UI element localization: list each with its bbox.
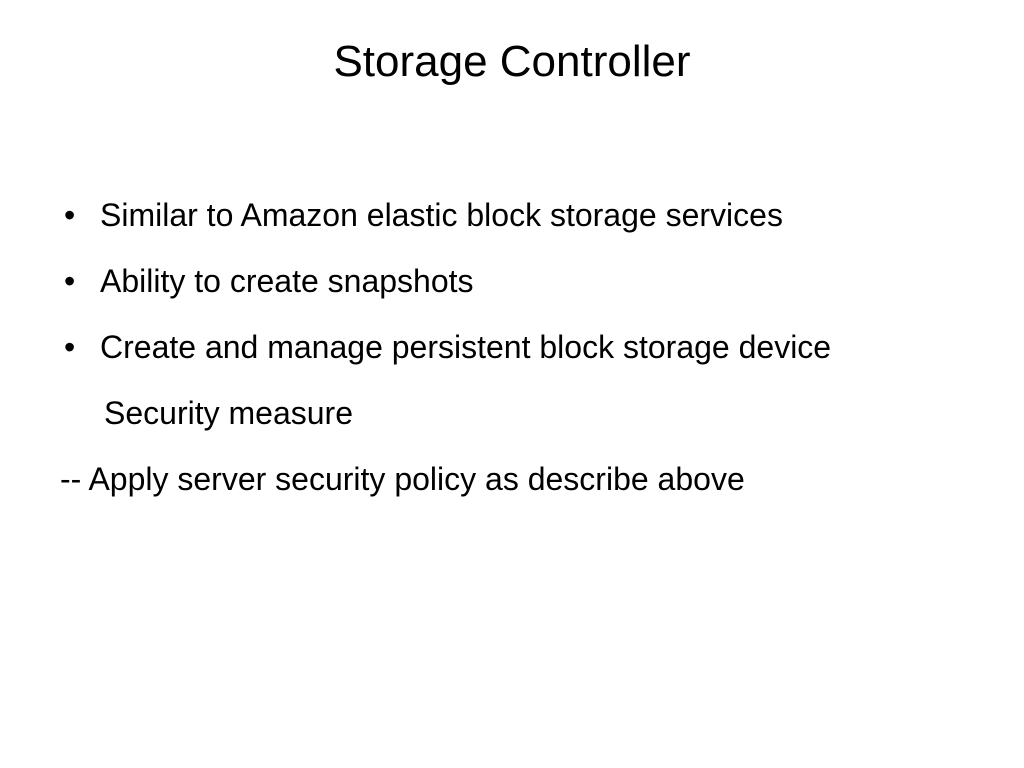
security-policy-line: -- Apply server security policy as descr…: [60, 461, 745, 497]
bullet-list: • Similar to Amazon elastic block storag…: [60, 188, 980, 374]
slide-body: • Similar to Amazon elastic block storag…: [60, 188, 980, 506]
bullet-marker: •: [64, 329, 76, 365]
slide-title: Storage Controller: [333, 37, 691, 86]
bullet-text: Similar to Amazon elastic block storage …: [100, 197, 783, 233]
bullet-item: • Similar to Amazon elastic block storag…: [60, 188, 980, 242]
security-subheading: Security measure: [104, 395, 353, 431]
bullet-marker: •: [64, 263, 76, 299]
bullet-marker: •: [64, 197, 76, 233]
bullet-item: • Ability to create snapshots: [60, 254, 980, 308]
bullet-text: Ability to create snapshots: [100, 263, 474, 299]
bullet-item: • Create and manage persistent block sto…: [60, 320, 980, 374]
bullet-text: Create and manage persistent block stora…: [100, 329, 832, 365]
